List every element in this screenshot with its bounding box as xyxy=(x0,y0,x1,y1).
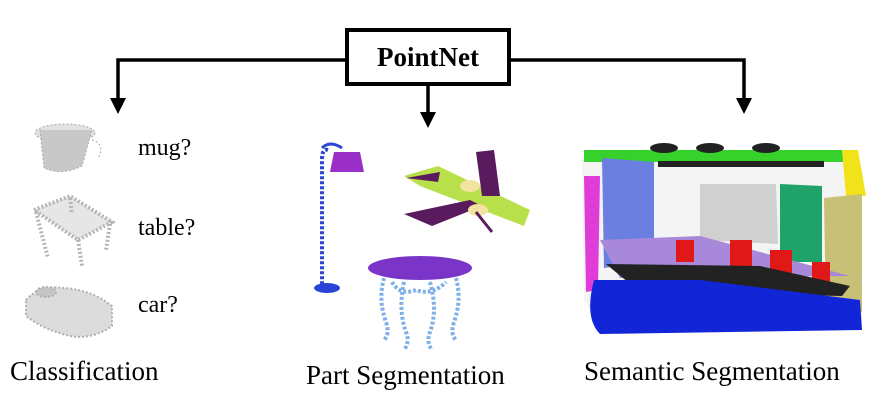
room-pointcloud xyxy=(582,143,866,334)
arrowhead-semantic-segmentation xyxy=(736,98,752,114)
arrow-to-classification xyxy=(116,58,345,100)
airplane-pointcloud xyxy=(404,150,530,233)
classification-item-car-label: car? xyxy=(138,292,178,318)
pointnet-label: PointNet xyxy=(377,41,479,72)
semantic-segmentation-title: Semantic Segmentation xyxy=(584,356,840,386)
arrowhead-classification xyxy=(110,98,126,114)
pointnet-box: PointNet xyxy=(345,28,511,86)
mug-pointcloud-icon xyxy=(34,123,102,172)
arrow-to-semantic-segmentation xyxy=(511,58,746,100)
table-pointcloud-icon xyxy=(29,193,117,267)
lamp-pointcloud xyxy=(314,142,364,293)
table-pointcloud xyxy=(368,256,472,352)
classification-item-table-label: table? xyxy=(138,215,196,241)
connector-lines xyxy=(116,58,746,112)
classification-title: Classification xyxy=(10,356,159,386)
arrowheads xyxy=(110,98,752,128)
arrowhead-part-segmentation xyxy=(420,112,436,128)
part-segmentation-title: Part Segmentation xyxy=(306,360,505,390)
classification-item-mug-label: mug? xyxy=(138,135,192,161)
car-pointcloud-icon xyxy=(25,286,113,338)
